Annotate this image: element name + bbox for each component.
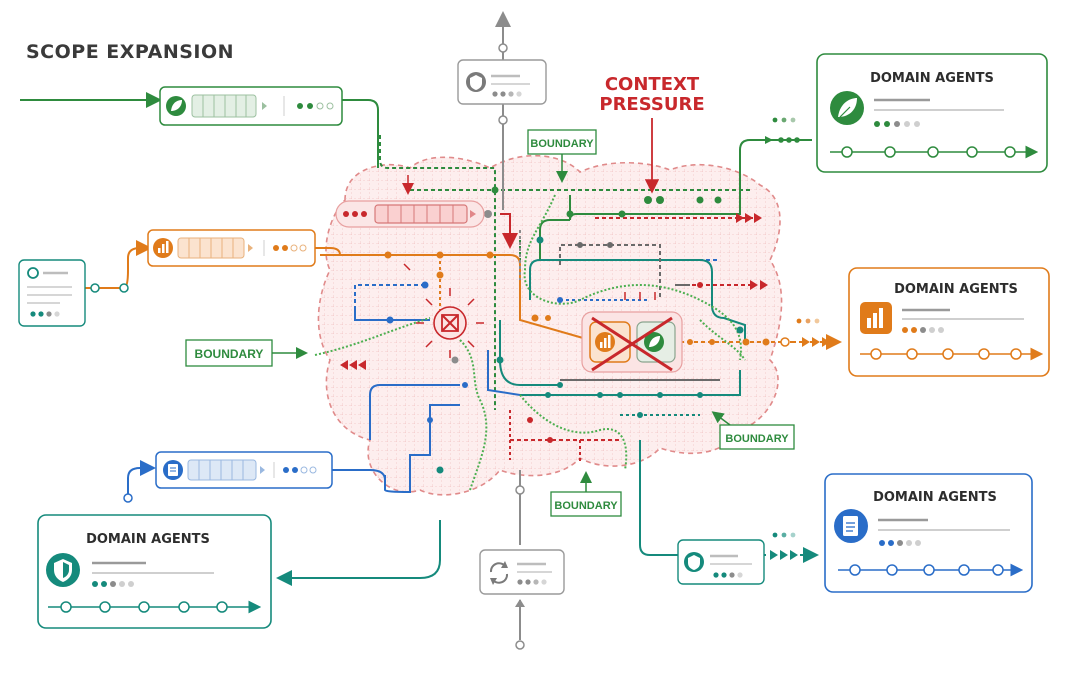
svg-text:BOUNDARY: BOUNDARY [195, 347, 264, 361]
pressure-rays [403, 263, 656, 358]
bottom-gray-node[interactable] [479, 549, 565, 595]
red-queue-node[interactable] [335, 200, 485, 228]
boundary-label-top: BOUNDARY [527, 129, 597, 183]
domain-card-title: DOMAIN AGENTS [86, 532, 210, 547]
domain-card-title: DOMAIN AGENTS [870, 71, 994, 86]
domain-card-teal[interactable]: DOMAIN AGENTS [37, 514, 272, 629]
blue-queue-node[interactable] [155, 451, 333, 489]
center-conflict-node[interactable] [433, 306, 467, 340]
domain-card-green[interactable]: DOMAIN AGENTS [816, 53, 1048, 173]
svg-text:BOUNDARY: BOUNDARY [530, 138, 594, 150]
circle-icon [27, 267, 39, 279]
cross-icon [591, 316, 673, 372]
svg-text:BOUNDARY: BOUNDARY [725, 433, 789, 445]
boundary-vines [314, 194, 746, 491]
refresh-icon [489, 561, 509, 585]
junction-dots [384, 186, 770, 474]
domain-card-title: DOMAIN AGENTS [894, 282, 1018, 297]
svg-text:PRESSURE: PRESSURE [599, 94, 704, 115]
bottom-teal-node[interactable] [677, 539, 765, 585]
svg-text:BOUNDARY: BOUNDARY [554, 500, 618, 512]
domain-card-blue[interactable]: DOMAIN AGENTS [824, 473, 1033, 593]
svg-text:CONTEXT: CONTEXT [605, 74, 700, 95]
context-pressure-callout: CONTEXT PRESSURE [599, 74, 705, 194]
domain-card-title: DOMAIN AGENTS [873, 490, 997, 505]
boundary-label-left: BOUNDARY [185, 339, 308, 367]
merge-conflict-node[interactable] [581, 311, 683, 373]
diagram-title: SCOPE EXPANSION [26, 41, 234, 63]
orange-queue-node[interactable] [147, 229, 316, 267]
green-queue-node[interactable] [159, 86, 343, 126]
blocked-icon [441, 314, 459, 332]
domain-card-orange[interactable]: DOMAIN AGENTS [848, 267, 1050, 377]
top-gray-node[interactable] [457, 59, 547, 105]
boundary-label-right: BOUNDARY [711, 411, 795, 450]
left-input-node[interactable] [18, 259, 86, 327]
boundary-label-bottom: BOUNDARY [550, 471, 622, 517]
output-chevrons [340, 117, 830, 560]
context-cloud [317, 154, 783, 496]
